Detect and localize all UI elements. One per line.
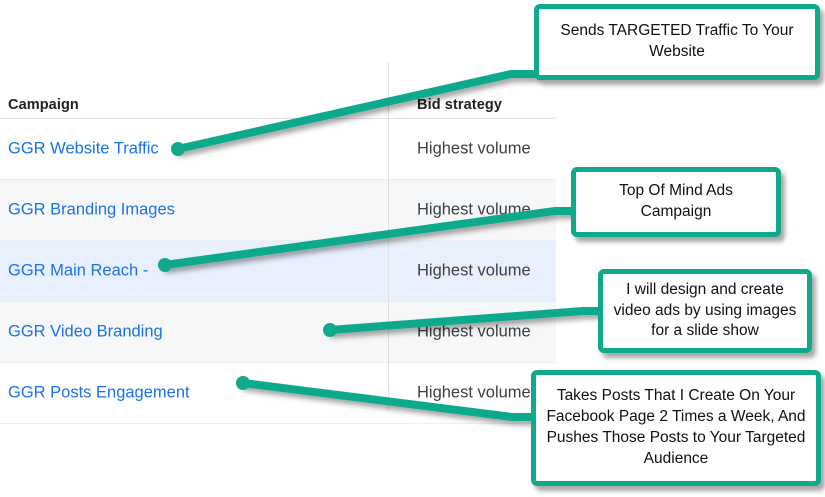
table-row[interactable]: GGR Posts Engagement Highest volume (0, 363, 556, 424)
callout-text: Sends TARGETED Traffic To Your Website (560, 22, 794, 60)
column-divider (388, 62, 389, 410)
table-row[interactable]: GGR Video Branding Highest volume (0, 302, 556, 363)
bid-strategy-value: Highest volume (417, 200, 531, 219)
table-row[interactable]: GGR Branding Images Highest volume (0, 180, 556, 241)
campaign-link[interactable]: GGR Posts Engagement (8, 383, 190, 402)
campaign-link[interactable]: GGR Video Branding (8, 322, 163, 341)
table-row[interactable]: GGR Website Traffic Highest volume (0, 119, 556, 180)
column-header-bid-strategy[interactable]: Bid strategy (417, 97, 502, 113)
callout-top-of-mind: Top Of Mind Ads Campaign (571, 167, 781, 237)
campaign-link[interactable]: GGR Branding Images (8, 200, 175, 219)
callout-text: Takes Posts That I Create On Your Facebo… (546, 387, 806, 467)
campaign-link[interactable]: GGR Website Traffic (8, 139, 159, 158)
bid-strategy-value: Highest volume (417, 261, 531, 280)
bid-strategy-value: Highest volume (417, 383, 531, 402)
column-header-campaign[interactable]: Campaign (8, 97, 79, 113)
callout-website-traffic: Sends TARGETED Traffic To Your Website (534, 4, 820, 80)
callout-text: Top Of Mind Ads Campaign (619, 182, 733, 220)
campaign-table: Campaign Bid strategy GGR Website Traffi… (0, 82, 556, 424)
table-header-row: Campaign Bid strategy (0, 82, 556, 119)
callout-video-ads: I will design and create video ads by us… (598, 269, 812, 353)
bid-strategy-value: Highest volume (417, 322, 531, 341)
campaign-link[interactable]: GGR Main Reach - (8, 261, 149, 280)
callout-text: I will design and create video ads by us… (613, 280, 797, 340)
table-row[interactable]: GGR Main Reach - Highest volume (0, 241, 556, 302)
callout-posts-engagement: Takes Posts That I Create On Your Facebo… (531, 370, 821, 486)
bid-strategy-value: Highest volume (417, 139, 531, 158)
